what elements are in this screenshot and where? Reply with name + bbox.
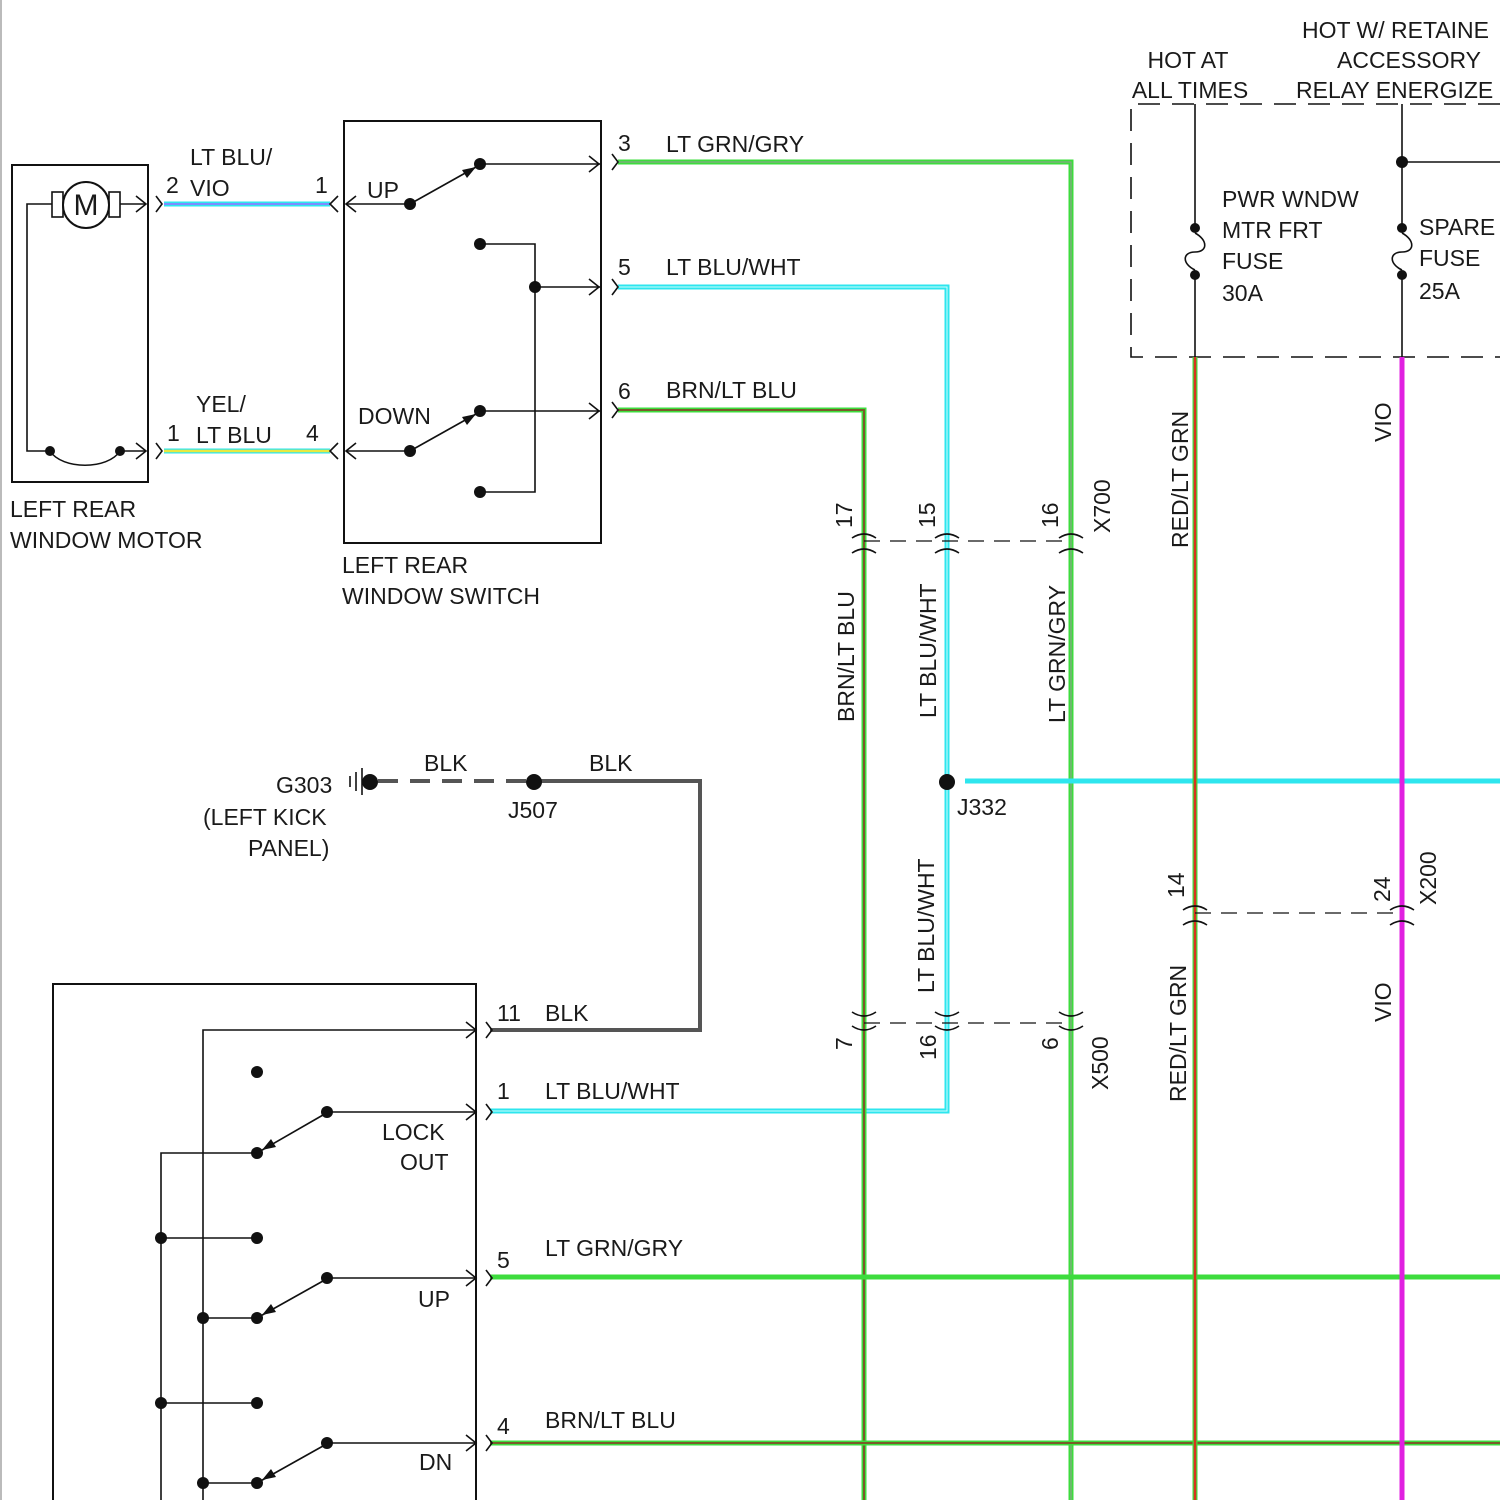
motor-label-line1: LEFT REAR <box>10 496 136 522</box>
x200-pin-14: 14 <box>1163 872 1189 898</box>
fuse-25a-icon <box>1392 233 1412 270</box>
switch-pin-4: 4 <box>306 420 319 446</box>
blk-right-label: BLK <box>589 750 633 776</box>
switch-pin-1: 1 <box>315 172 328 198</box>
wire-motor2-label2: VIO <box>190 175 230 201</box>
m1-pin: 1 <box>497 1078 510 1104</box>
wire-motor1-label2: LT BLU <box>196 422 272 448</box>
j507-label: J507 <box>508 797 558 823</box>
red-lower-label: RED/LT GRN <box>1165 965 1191 1102</box>
x700-pin-17: 17 <box>831 502 857 528</box>
master-dn-label: DN <box>419 1449 452 1475</box>
fuse2-line2: FUSE <box>1419 245 1480 271</box>
w5-pin: 5 <box>618 254 631 280</box>
fuse1-line3: FUSE <box>1222 248 1283 274</box>
hot-at-all-times-line2: ALL TIMES <box>1132 77 1248 103</box>
x700-pin-16: 16 <box>1037 502 1063 528</box>
x200-pin-24: 24 <box>1369 876 1395 902</box>
m4-label: BRN/LT BLU <box>545 1407 676 1433</box>
hot-retained-line3: RELAY ENERGIZE <box>1296 77 1493 103</box>
m1-label: LT BLU/WHT <box>545 1078 680 1104</box>
x500-pin-7: 7 <box>831 1037 857 1050</box>
vio-upper-label: VIO <box>1370 402 1396 442</box>
ground-id: G303 <box>276 772 332 798</box>
fuse-30a-icon <box>1185 233 1205 270</box>
w3-label: LT GRN/GRY <box>666 131 804 157</box>
vio-lower-label: VIO <box>1370 982 1396 1022</box>
switch-label-line2: WINDOW SWITCH <box>342 583 540 609</box>
x200-id: X200 <box>1415 851 1441 905</box>
master-lock-line1: LOCK <box>382 1119 445 1145</box>
motor-label-line2: WINDOW MOTOR <box>10 527 203 553</box>
w3-pin: 3 <box>618 130 631 156</box>
m5-label: LT GRN/GRY <box>545 1235 683 1261</box>
left-rear-window-motor: M LEFT REAR WINDOW MOTOR <box>10 165 203 553</box>
master-lock-line2: OUT <box>400 1149 449 1175</box>
x500-pin-16: 16 <box>915 1034 941 1060</box>
master-up-label: UP <box>418 1286 450 1312</box>
ground-g303: G303 (LEFT KICK PANEL) <box>203 768 378 861</box>
x500-id: X500 <box>1087 1036 1113 1090</box>
left-rear-window-switch: UP DOWN LEFT REAR WINDOW SWITCH <box>330 121 601 609</box>
splice-j332 <box>939 774 955 790</box>
hot-retained-line1: HOT W/ RETAINE <box>1302 17 1489 43</box>
fuse2-line3: 25A <box>1419 278 1461 304</box>
splice-j507 <box>526 774 542 790</box>
fuse1-line2: MTR FRT <box>1222 217 1323 243</box>
motor-symbol: M <box>74 189 99 222</box>
vert-blu-upper-label: LT BLU/WHT <box>915 583 941 718</box>
connector-x200: 14 24 X200 <box>1163 851 1441 925</box>
motor-pin-2: 2 <box>166 172 179 198</box>
x500-pin-6: 6 <box>1037 1037 1063 1050</box>
m11-pin: 11 <box>497 1000 521 1026</box>
m5-pin: 5 <box>497 1247 510 1273</box>
blk-left-label: BLK <box>424 750 468 776</box>
vert-blu-lower-label: LT BLU/WHT <box>913 858 939 993</box>
x700-pin-15: 15 <box>914 502 940 528</box>
motor-pin-1: 1 <box>167 420 180 446</box>
m4-pin: 4 <box>497 1413 510 1439</box>
wire-motor2-label1: LT BLU/ <box>190 144 273 170</box>
w6-label: BRN/LT BLU <box>666 377 797 403</box>
m11-label: BLK <box>545 1000 589 1026</box>
switch-label-line1: LEFT REAR <box>342 552 468 578</box>
w6-pin: 6 <box>618 378 631 404</box>
vert-grn-label: LT GRN/GRY <box>1044 585 1070 723</box>
x700-id: X700 <box>1089 479 1115 533</box>
w5-label: LT BLU/WHT <box>666 254 801 280</box>
fuse2-line1: SPARE <box>1419 214 1495 240</box>
switch-up-label: UP <box>367 177 399 203</box>
ground-desc2: PANEL) <box>248 835 329 861</box>
hot-at-all-times-line1: HOT AT <box>1148 47 1229 73</box>
vert-brn-label: BRN/LT BLU <box>833 591 859 722</box>
fuse1-line4: 30A <box>1222 280 1264 306</box>
wire-motor1-label1: YEL/ <box>196 391 246 417</box>
switch-down-label: DOWN <box>358 403 431 429</box>
j332-label: J332 <box>957 794 1007 820</box>
wire-6-brn-lt-blu <box>618 410 864 1500</box>
fuse1-line1: PWR WNDW <box>1222 186 1359 212</box>
red-upper-label: RED/LT GRN <box>1167 411 1193 548</box>
wires <box>164 162 1500 1500</box>
ground-desc1: (LEFT KICK <box>203 804 327 830</box>
master-window-switch: LOCK OUT UP DN <box>53 984 476 1500</box>
hot-retained-line2: ACCESSORY <box>1337 47 1481 73</box>
wire-3-lt-grn-gry <box>618 162 1071 1500</box>
fuse-box: HOT AT ALL TIMES HOT W/ RETAINE ACCESSOR… <box>1131 17 1500 357</box>
